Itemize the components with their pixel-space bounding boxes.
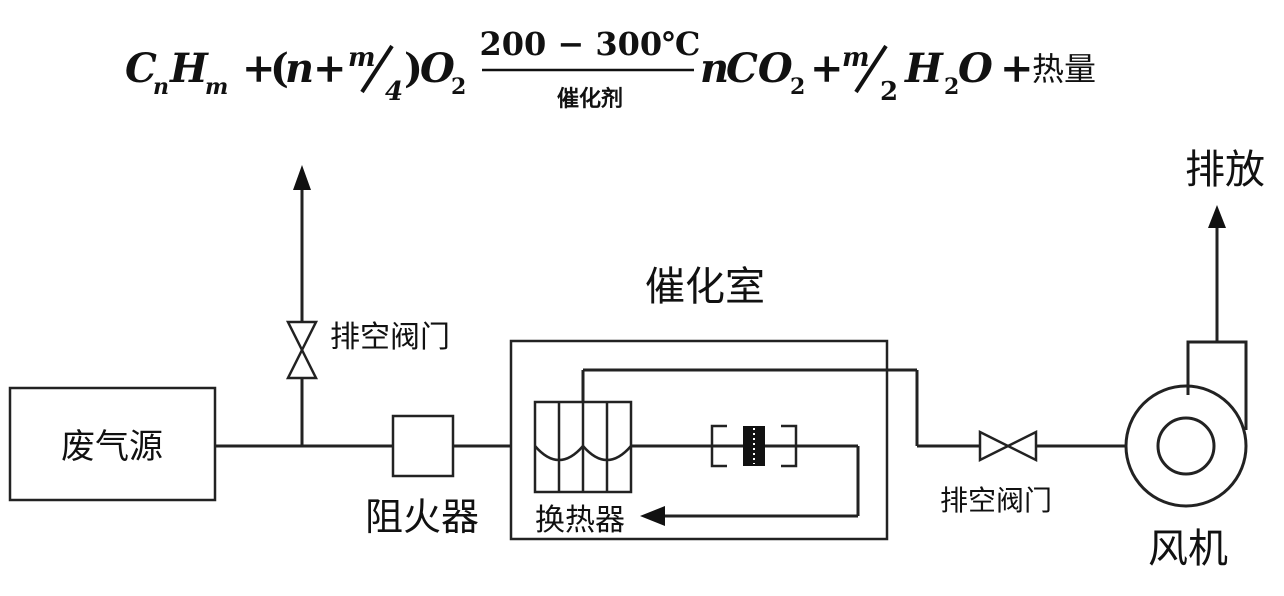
eq-heat: 热量 xyxy=(1032,50,1096,88)
catalyst-bed xyxy=(710,424,798,468)
fan-housing-circle xyxy=(1124,384,1248,508)
eq-h2o-sub: 2 xyxy=(944,74,959,100)
vent-valve-right-right-triangle xyxy=(1005,429,1038,463)
eq-o-sub: 2 xyxy=(451,74,466,100)
eq-condition-top: 200 − 300℃ xyxy=(479,25,700,63)
vent-valve-top-upper-triangle xyxy=(285,320,319,353)
eq-frac2-num: m xyxy=(842,43,870,73)
eq-frac1-num: m xyxy=(348,43,376,73)
fan xyxy=(1124,205,1248,508)
eq-co: CO xyxy=(726,45,793,92)
eq-plus-3: + xyxy=(810,45,844,92)
heat-exchanger-wave xyxy=(534,444,632,462)
eq-frac1-den: 4 xyxy=(385,77,403,107)
eq-frac2-den: 2 xyxy=(880,77,898,107)
eq-plus-1: + xyxy=(242,45,276,92)
heat-exchanger-label: 换热器 xyxy=(535,503,625,538)
vent-valve-right-left-triangle xyxy=(978,429,1011,463)
discharge-arrow-up-icon xyxy=(1208,205,1226,228)
vent-valve-top-label: 排空阀门 xyxy=(330,320,450,355)
catalytic-chamber-label: 催化室 xyxy=(645,264,765,310)
return-arrow-left-icon xyxy=(640,506,665,526)
waste-gas-source-label: 废气源 xyxy=(61,427,163,467)
flame-arrester-label: 阻火器 xyxy=(365,495,479,539)
eq-plus-4: + xyxy=(1000,45,1034,92)
waste-gas-source-box xyxy=(8,386,217,502)
catalyst-bracket-right xyxy=(781,424,798,468)
eq-h-sub: m xyxy=(205,74,228,100)
catalyst-bracket-left xyxy=(710,424,727,468)
eq-c: C xyxy=(125,45,157,92)
vent-arrow-up-icon xyxy=(293,165,311,190)
eq-product-n: n xyxy=(700,45,729,92)
flame-arrester-box xyxy=(391,414,455,478)
fan-label: 风机 xyxy=(1148,526,1228,572)
fan-impeller-circle xyxy=(1156,416,1216,476)
catalyst-block xyxy=(743,426,765,466)
eq-frac1-slash xyxy=(360,44,394,94)
eq-plus-2: + xyxy=(313,45,347,92)
eq-h: H xyxy=(169,45,209,92)
eq-frac2-slash xyxy=(854,44,888,94)
eq-o: O xyxy=(420,45,455,92)
eq-co-sub: 2 xyxy=(790,74,805,100)
eq-condition-bottom: 催化剂 xyxy=(557,86,623,112)
reaction-equation: C n H m + ( n + m 4 ) O 2 200 − 300℃ 催化剂… xyxy=(125,25,1096,112)
eq-c-sub: n xyxy=(153,74,169,100)
eq-h2o-o: O xyxy=(958,45,993,92)
eq-open-paren: ( xyxy=(270,45,289,92)
vent-valve-right-label: 排空阀门 xyxy=(940,484,1052,517)
eq-close-paren: ) xyxy=(404,45,423,92)
vent-valve-top-lower-triangle xyxy=(285,347,319,380)
eq-h2o-h: H xyxy=(904,45,944,92)
eq-coef-n: n xyxy=(285,45,314,92)
discharge-label: 排放 xyxy=(1185,147,1265,193)
